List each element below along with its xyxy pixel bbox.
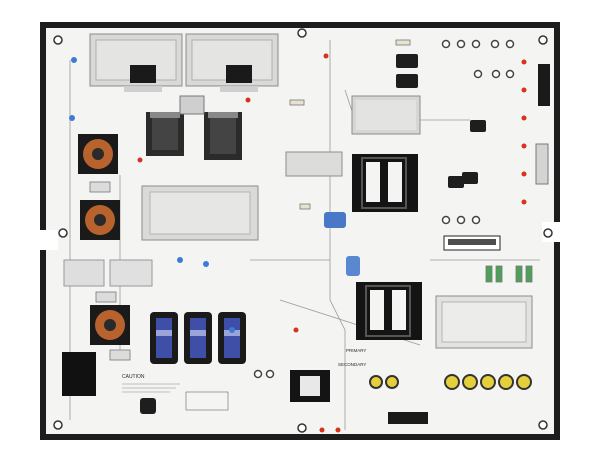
capacitor-yellow [444,374,460,390]
mounting-hole [538,35,548,45]
inductor-small [179,95,205,115]
mounting-hole [53,35,63,45]
pcb-notch-left [40,230,58,250]
heatsink-top-center [185,33,279,92]
mounting-hole [543,228,553,238]
board-markings: CAUTION PRIMARY SECONDARY [122,348,366,380]
heatsink-center [141,185,259,241]
capacitor-blue-2 [184,312,212,364]
capacitor-yellow [462,374,478,390]
mounting-hole [297,28,307,38]
caution-marking: CAUTION [122,374,145,380]
mounting-hole [297,423,307,433]
heatsink-top-left [89,33,183,92]
red-dots [137,53,527,433]
transformers [290,154,422,402]
toroid-coils [78,134,130,345]
capacitor-yellow [385,375,399,389]
capacitor-small-blue [324,212,346,228]
blue-dots [69,57,235,333]
inductor-2 [204,112,242,160]
transformer-lower [356,282,422,340]
toroid-coil-2 [80,200,120,240]
inductor-1 [146,112,184,156]
inductors [146,95,242,160]
capacitor-yellow [480,374,496,390]
primary-marking: PRIMARY [346,348,366,353]
secondary-marking: SECONDARY [338,362,366,367]
heatsink-right-top [351,95,421,135]
toroid-coil-1 [78,134,118,174]
heatsink-mid-small [285,151,343,177]
transformer-small [290,370,330,402]
capacitor-blue-1 [150,312,178,364]
mounting-hole [538,420,548,430]
capacitor-blue-3 [218,312,246,364]
heatsink-left-small [63,259,153,287]
fine-print [122,383,229,411]
mounting-hole [53,420,63,430]
heatsink-bottom-right [435,295,533,349]
toroid-coil-3 [90,305,130,345]
capacitor-yellow [369,375,383,389]
capacitor-small-blue [346,256,360,276]
resistors [89,39,533,361]
transformer-upper [352,154,418,212]
black-capacitors [62,54,486,414]
capacitor-yellow [516,374,532,390]
pads-row [253,39,515,379]
barcode-label [443,235,501,251]
capacitor-yellow [498,374,514,390]
mounting-holes [53,28,553,433]
mounting-hole [58,228,68,238]
yellow-capacitors [369,374,532,390]
connector-right [388,64,550,424]
